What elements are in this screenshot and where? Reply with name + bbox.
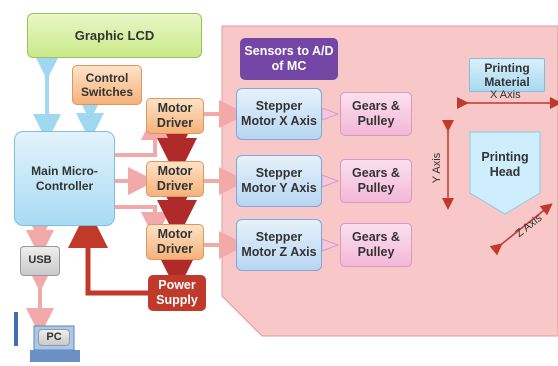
stepper-motor-x: Stepper Motor X Axis bbox=[236, 88, 322, 140]
motor-driver-z: Motor Driver bbox=[146, 224, 204, 260]
y-axis-label: Y Axis bbox=[431, 152, 444, 184]
printing-head-label: Printing Head bbox=[481, 150, 529, 179]
gears-pulley-z: Gears & Pulley bbox=[340, 223, 412, 267]
motor-driver-y: Motor Driver bbox=[146, 161, 204, 197]
z-axis-arrow bbox=[489, 203, 553, 256]
stepper-motor-z: Stepper Motor Z Axis bbox=[236, 219, 322, 271]
printing-head-shape bbox=[469, 131, 541, 215]
main-controller-block: Main Micro-Controller bbox=[14, 131, 115, 226]
motor-driver-x: Motor Driver bbox=[146, 98, 204, 134]
x-axis-label: X Axis bbox=[490, 89, 521, 101]
sensors-block: Sensors to A/D of MC bbox=[240, 38, 338, 80]
stepper-motor-y: Stepper Motor Y Axis bbox=[236, 155, 322, 207]
usb-block: USB bbox=[20, 246, 60, 276]
printing-material-block: Printing Material bbox=[469, 58, 545, 92]
gears-pulley-x: Gears & Pulley bbox=[340, 92, 412, 136]
graphic-lcd-block: Graphic LCD bbox=[27, 13, 202, 58]
control-switches-block: Control Switches bbox=[72, 65, 142, 105]
power-supply-block: Power Supply bbox=[148, 275, 206, 311]
pc-block: PC bbox=[38, 329, 70, 346]
gears-pulley-y: Gears & Pulley bbox=[340, 159, 412, 203]
